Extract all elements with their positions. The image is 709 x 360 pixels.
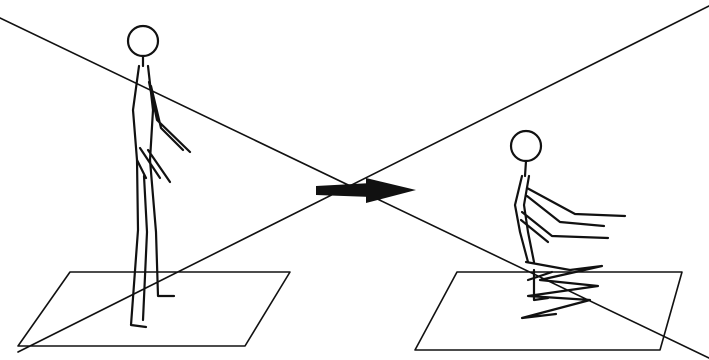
crossing-lines [0,6,709,358]
squatting-lower-arm [521,212,608,242]
standing-legs [131,160,174,327]
arrow-head [366,178,416,203]
transition-arrow [316,178,416,203]
standing-head [128,26,158,56]
squatting-neck [525,161,526,176]
squatting-head [511,131,541,161]
squatting-legs [522,262,602,318]
arrow-shaft [316,183,372,197]
squatting-figure [511,131,625,318]
ascending-diagonal [18,6,709,352]
squatting-upper-arm [527,188,625,226]
